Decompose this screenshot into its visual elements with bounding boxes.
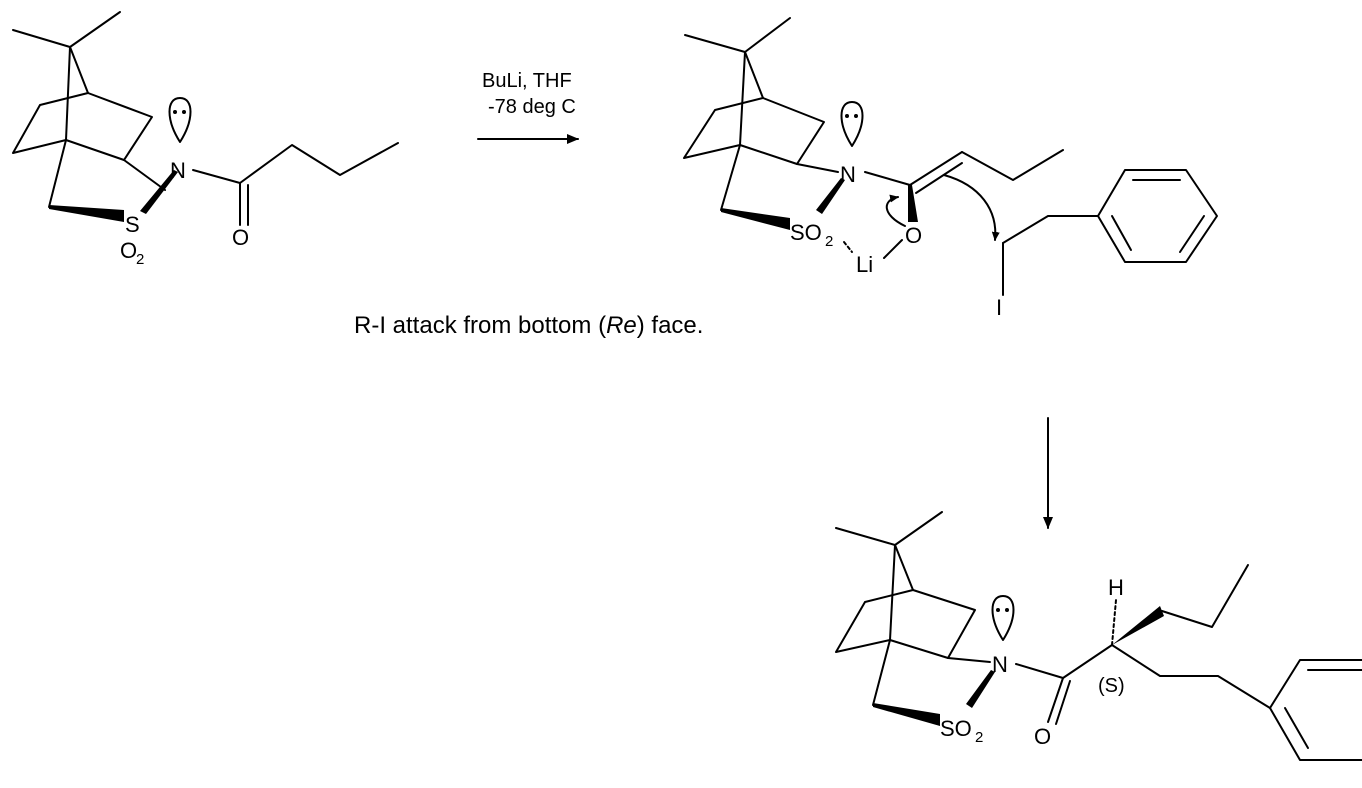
stereo-descriptor: (S): [1098, 675, 1125, 697]
reaction-conditions: BuLi, THF -78 deg C: [477, 70, 579, 144]
lithium-enolate-intermediate: N SO 2 O Li: [683, 17, 1064, 277]
benzene-ring: [1097, 169, 1218, 263]
curved-arrow: [943, 174, 1000, 241]
wedge-bond: [140, 170, 178, 214]
subscript-two: 2: [975, 729, 983, 746]
lone-pair-orbital: [168, 97, 192, 143]
atom-label-sulfonyl: SO: [940, 716, 972, 741]
subscript-two: 2: [136, 251, 144, 268]
wedge-bond: [721, 208, 790, 230]
atom-label-nitrogen: N: [170, 158, 186, 183]
curved-arrow: [885, 194, 906, 227]
alkylated-product: N SO 2 O H (S): [835, 511, 1362, 761]
subscript-two: 2: [825, 233, 833, 250]
alkyl-iodide-electrophile: I: [996, 169, 1218, 320]
atom-label-nitrogen: N: [840, 162, 856, 187]
wedge-bond: [873, 703, 940, 726]
wedge-bond: [908, 185, 918, 222]
selectivity-caption: R-I attack from bottom (Re) face.: [354, 312, 703, 339]
atom-label-sulfonyl: SO: [790, 220, 822, 245]
atom-label-carbonyl-oxygen: O: [1034, 724, 1051, 749]
atom-label-iodine: I: [996, 295, 1002, 320]
atom-label-enolate-oxygen: O: [905, 223, 922, 248]
starting-material-sultam-amide: N S O 2 O: [12, 11, 399, 268]
caption-prefix: R-I attack from bottom (: [354, 312, 606, 339]
atom-label-lithium: Li: [856, 252, 873, 277]
reagent-line-1: BuLi, THF: [482, 70, 572, 92]
lone-pair-orbital: [991, 595, 1015, 641]
atom-label-sulfur: S: [125, 212, 140, 237]
atom-label-nitrogen: N: [992, 652, 1008, 677]
reagent-line-2: -78 deg C: [488, 96, 576, 118]
atom-label-oxygen: O: [120, 238, 137, 263]
atom-label-carbonyl-oxygen: O: [232, 225, 249, 250]
caption-face-descriptor: Re: [606, 312, 637, 339]
lone-pair-orbital: [840, 101, 864, 147]
wedge-bond: [49, 205, 124, 222]
wedge-bond: [966, 670, 995, 708]
atom-label-hydrogen: H: [1108, 575, 1124, 600]
wedge-bond: [816, 178, 845, 214]
wedge-bond: [1112, 606, 1164, 645]
caption-suffix: ) face.: [637, 312, 704, 339]
